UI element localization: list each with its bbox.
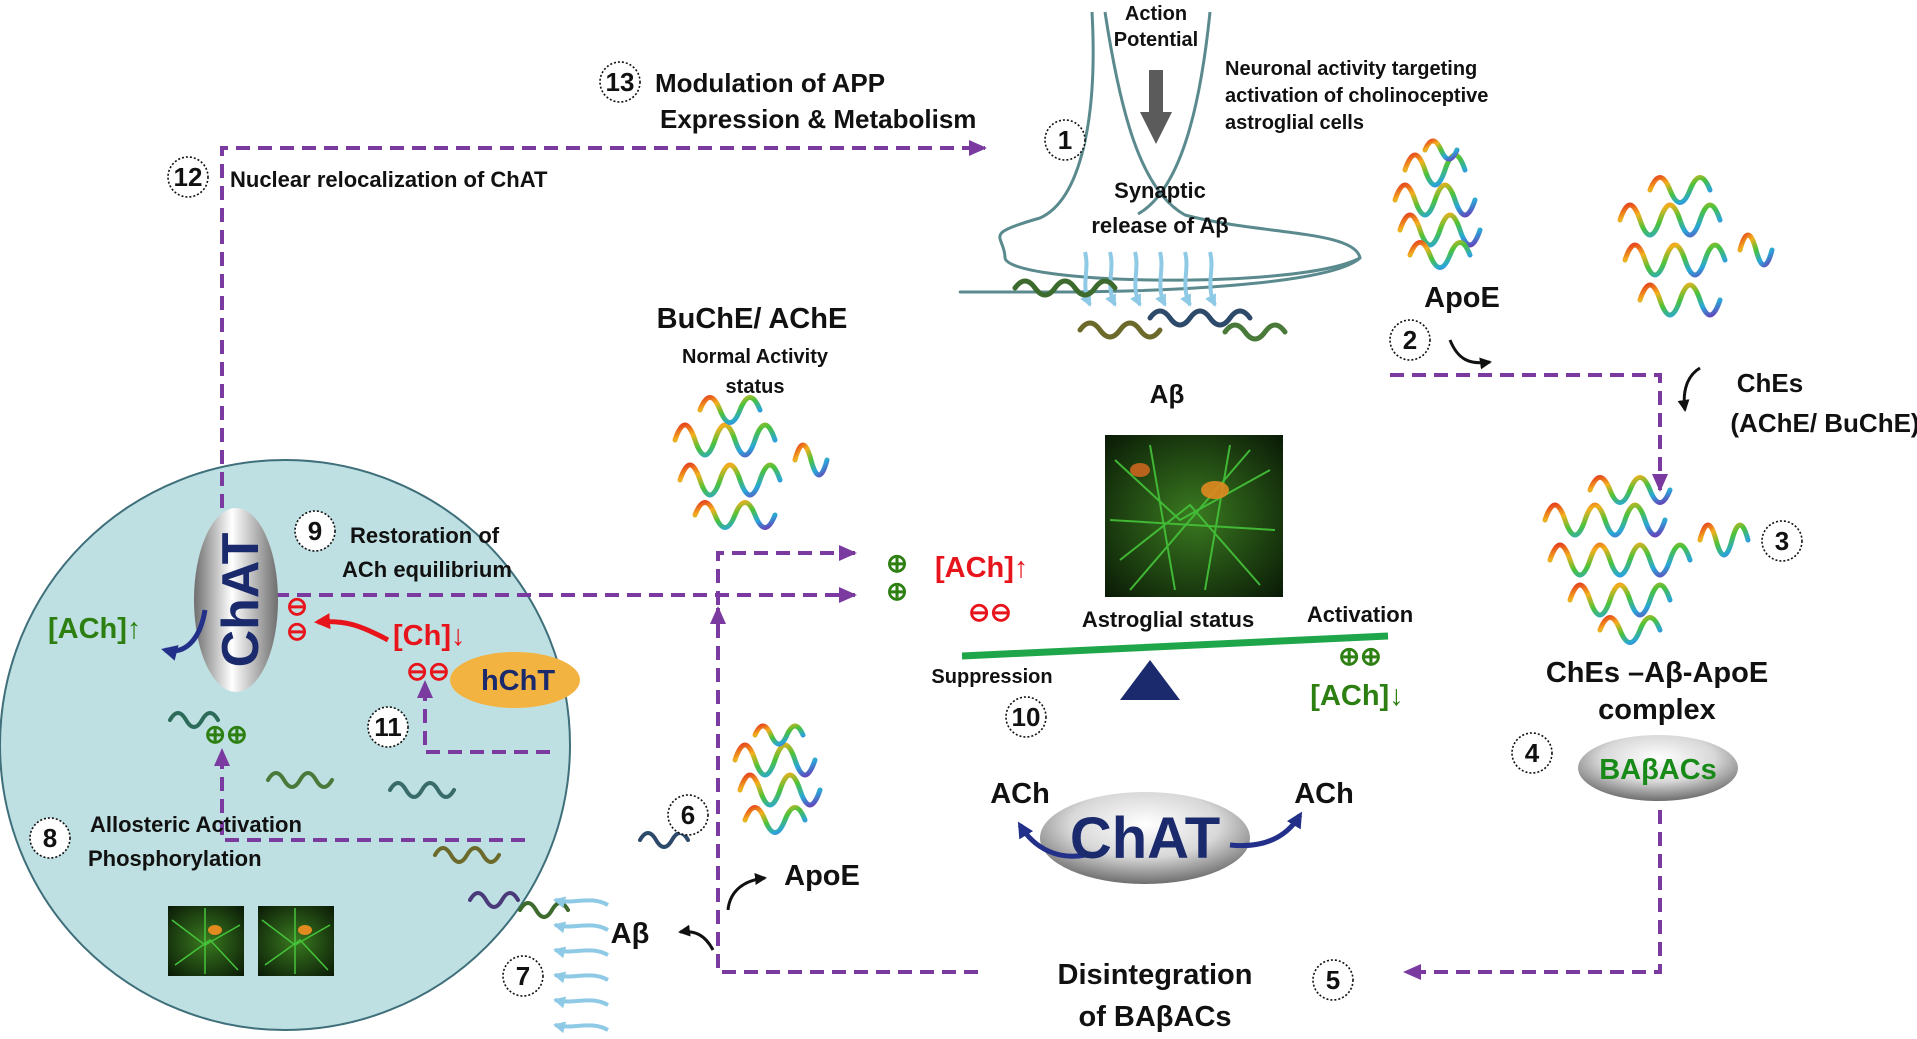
step-13: 13 <box>599 61 641 103</box>
action-potential-label: Action <box>1125 3 1187 25</box>
apoe-structure-top-icon <box>1392 138 1483 270</box>
suppression-label: Suppression <box>931 666 1052 688</box>
svg-text:2: 2 <box>1403 325 1417 355</box>
neuronal-activity-label-2: activation of cholinoceptive <box>1225 85 1488 107</box>
step-3: 3 <box>1761 520 1803 562</box>
ach-right-label: ACh <box>1294 778 1354 810</box>
neuronal-activity-label: Neuronal activity targeting <box>1225 58 1477 80</box>
step-1: 1 <box>1044 119 1086 161</box>
minus-chat-lower: ⊖ <box>286 616 308 646</box>
astroglial-status-label: Astroglial status <box>1082 607 1254 632</box>
step-2: 2 <box>1389 319 1431 361</box>
step-4: 4 <box>1511 732 1553 774</box>
normal-activity-label-2: status <box>726 376 785 398</box>
astrocyte-cell <box>0 459 571 1031</box>
action-potential-label-2: Potential <box>1114 29 1198 51</box>
neuronal-activity-label-3: astroglial cells <box>1225 112 1364 134</box>
svg-text:13: 13 <box>606 67 635 97</box>
abeta-top-label: Aβ <box>1150 379 1185 409</box>
svg-text:4: 4 <box>1525 738 1540 768</box>
restoration-label-2: ACh equilibrium <box>342 557 512 582</box>
balance-beam <box>961 632 1389 660</box>
plus-upper: ⊕ <box>886 548 908 578</box>
step-10: 10 <box>1005 696 1047 738</box>
svg-text:10: 10 <box>1012 702 1041 732</box>
ach-increase-label: [ACh]↑ <box>935 552 1028 584</box>
svg-text:8: 8 <box>43 823 57 853</box>
chat-vertical-label: ChAT <box>212 532 270 667</box>
balance-fulcrum <box>1120 660 1180 700</box>
ach-cell-label: [ACh]↑ <box>48 613 141 645</box>
modulation-label-2: Expression & Metabolism <box>660 104 976 134</box>
apoe-top-label: ApoE <box>1424 282 1500 314</box>
svg-text:12: 12 <box>174 162 203 192</box>
buche-ache-label: BuChE/ AChE <box>657 303 848 335</box>
apoe-structure-bottom-icon <box>732 723 823 835</box>
svg-text:9: 9 <box>308 516 322 546</box>
step-12: 12 <box>167 156 209 198</box>
allosteric-activation-label: Allosteric Activation <box>90 812 302 837</box>
nuclear-relocalization-label: Nuclear relocalization of ChAT <box>230 167 548 192</box>
chat-center-label: ChAT <box>1070 806 1220 871</box>
svg-text:1: 1 <box>1058 125 1072 155</box>
restoration-label: Restoration of <box>350 523 500 548</box>
choline-decrease-label: [Ch]↓ <box>393 620 465 652</box>
activation-label: Activation <box>1307 602 1413 627</box>
buche-ache-structure-icon <box>672 395 830 530</box>
minus-chat-upper: ⊖ <box>286 591 308 621</box>
action-potential-arrow-icon <box>1140 70 1172 144</box>
complex-label: ChEs –Aβ-ApoE <box>1546 657 1768 689</box>
step-9: 9 <box>294 510 336 552</box>
minus-minus-hcht: ⊖⊖ <box>406 656 450 686</box>
astrocyte-micrograph-right-icon <box>258 906 334 976</box>
step-8: 8 <box>29 817 71 859</box>
abeta-release-arrows-icon <box>1080 251 1217 307</box>
chat-ellipse <box>1040 792 1250 884</box>
synaptic-label-2: release of Aβ <box>1091 213 1228 238</box>
plus-plus-cell: ⊕⊕ <box>204 719 248 749</box>
neuron-terminal <box>958 11 1362 294</box>
complex-structure-icon <box>1542 475 1751 645</box>
step-6: 6 <box>667 794 709 836</box>
disintegration-label: Disintegration <box>1058 959 1253 991</box>
astrocyte-micrograph-left-icon <box>168 906 244 976</box>
minus-minus-center: ⊖⊖ <box>968 597 1012 627</box>
step-5: 5 <box>1312 959 1354 1001</box>
disintegration-label-2: of BAβACs <box>1078 1001 1231 1033</box>
hcht-label: hChT <box>481 665 555 697</box>
abeta-peptides-icon <box>1012 278 1288 342</box>
babacs-label: BAβACs <box>1599 754 1717 786</box>
chat-vertical-ellipse <box>194 508 278 692</box>
step-markers: 1 2 3 4 5 6 7 8 9 10 11 12 13 <box>29 61 1803 1001</box>
hcht-transporter <box>450 652 580 708</box>
ches-label: ChEs <box>1737 368 1803 398</box>
svg-text:7: 7 <box>516 961 530 991</box>
phosphorylation-label: Phosphorylation <box>88 846 262 871</box>
synaptic-label: Synaptic <box>1114 178 1206 203</box>
modulation-label: Modulation of APP <box>655 68 885 98</box>
normal-activity-label: Normal Activity <box>682 346 829 368</box>
astrocyte-micrograph-center-icon <box>1105 435 1283 597</box>
pathway-arrows <box>214 140 1668 980</box>
abeta-efflux-arrows-icon <box>553 896 609 1034</box>
complex-label-2: complex <box>1598 694 1716 726</box>
plus-plus-balance: ⊕⊕ <box>1338 641 1382 671</box>
abeta-bottom-label: Aβ <box>611 918 650 950</box>
ach-left-label: ACh <box>990 778 1050 810</box>
step-7: 7 <box>502 955 544 997</box>
apoe-bottom-label: ApoE <box>784 860 860 892</box>
svg-text:6: 6 <box>681 800 695 830</box>
svg-text:5: 5 <box>1326 965 1340 995</box>
plus-lower: ⊕ <box>886 576 908 606</box>
svg-text:11: 11 <box>374 712 402 742</box>
ach-decrease-label: [ACh]↓ <box>1310 680 1403 712</box>
ches-label-2: (AChE/ BuChE) <box>1730 408 1917 438</box>
svg-text:3: 3 <box>1775 526 1789 556</box>
babacs-ellipse <box>1578 735 1738 801</box>
step-11: 11 <box>367 706 409 748</box>
che-structure-right-icon <box>1617 175 1775 318</box>
